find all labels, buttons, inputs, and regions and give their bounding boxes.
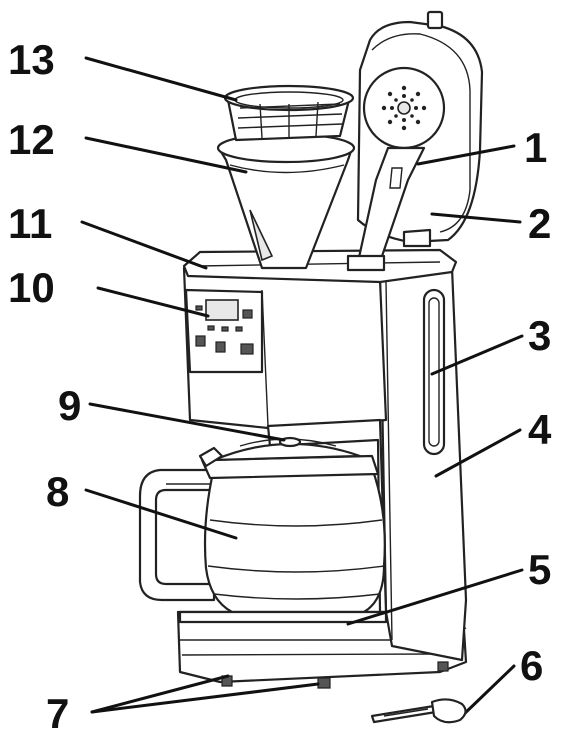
callout-1: 1 — [524, 124, 547, 171]
button-1 — [195, 335, 206, 347]
carafe — [138, 436, 386, 614]
callout-8: 8 — [46, 468, 69, 515]
display — [205, 299, 239, 321]
leader-lines — [80, 56, 524, 718]
warming-plate — [178, 610, 388, 624]
button-3 — [240, 343, 254, 355]
callout-2: 2 — [528, 200, 551, 247]
permanent-filter — [223, 84, 355, 142]
callout-11: 11 — [8, 200, 52, 247]
measuring-spoon — [370, 698, 467, 724]
lid-latch — [426, 10, 444, 30]
callout-6: 6 — [520, 642, 543, 689]
callout-5: 5 — [528, 546, 551, 593]
coffee-maker-illustration — [138, 10, 484, 689]
callout-7: 7 — [46, 690, 69, 731]
foot-center — [317, 677, 331, 689]
filter-holder — [216, 132, 356, 270]
callout-4: 4 — [528, 406, 552, 453]
callout-3: 3 — [528, 312, 551, 359]
callout-12: 12 — [8, 116, 55, 163]
callout-labels: 13 12 11 10 9 8 7 1 2 3 4 5 6 — [8, 36, 552, 731]
callout-9: 9 — [58, 382, 81, 429]
foot-right — [437, 661, 449, 672]
control-panel — [184, 288, 264, 374]
button-top-right — [242, 309, 253, 319]
callout-10: 10 — [8, 264, 55, 311]
button-2 — [215, 341, 226, 353]
lid — [346, 10, 484, 272]
callout-13: 13 — [8, 36, 55, 83]
